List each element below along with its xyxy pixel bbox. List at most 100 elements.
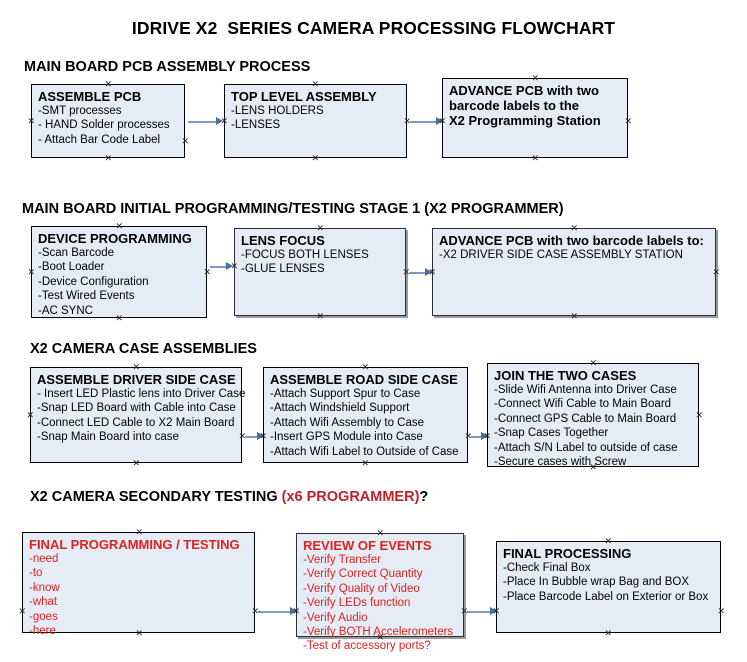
anchor-right[interactable] <box>625 118 632 125</box>
anchor-left[interactable] <box>429 269 436 276</box>
node-review-of-events[interactable]: REVIEW OF EVENTS -Verify Transfer -Verif… <box>296 533 464 652</box>
node-final-processing[interactable]: FINAL PROCESSING -Check Final Box -Place… <box>496 541 721 633</box>
node-line: - Attach Bar Code Label <box>38 133 161 146</box>
node-assemble-road-side-case[interactable]: ASSEMBLE ROAD SIDE CASE -Attach Support … <box>263 367 468 463</box>
anchor-top[interactable] <box>136 529 143 536</box>
node-line: -Verify Quality of Video <box>303 582 420 595</box>
section-header-text: MAIN BOARD PCB ASSEMBLY PROCESS <box>24 59 311 75</box>
node-line: -Verify Audio <box>303 611 368 624</box>
anchor-left[interactable] <box>260 433 267 440</box>
node-line: X2 Programming Station <box>449 113 601 128</box>
node-final-programming-testing[interactable]: FINAL PROGRAMMING / TESTING -need -to -k… <box>22 532 255 637</box>
node-device-programming[interactable]: DEVICE PROGRAMMING -Scan Barcode -Boot L… <box>31 226 207 318</box>
anchor-left[interactable] <box>28 269 35 276</box>
anchor-bottom[interactable] <box>133 460 140 467</box>
node-line: -Device Configuration <box>38 275 149 288</box>
node-line: -Verify Transfer <box>303 554 381 566</box>
node-title: DEVICE PROGRAMMING <box>38 231 192 246</box>
node-line: -what <box>29 596 58 609</box>
section-header-main-board-pcb-assembly: MAIN BOARD PCB ASSEMBLY PROCESS <box>24 59 310 75</box>
anchor-left[interactable] <box>231 263 238 270</box>
anchor-top[interactable] <box>590 360 597 367</box>
anchor-right[interactable] <box>713 269 720 276</box>
node-advance-pcb-driver-side[interactable]: ADVANCE PCB with two barcode labels to: … <box>432 228 716 316</box>
section-header-x2-camera-case-assemblies: X2 CAMERA CASE ASSEMBLIES <box>30 341 257 357</box>
node-title: TOP LEVEL ASSEMBLY <box>231 89 377 104</box>
node-assemble-driver-side-case[interactable]: ASSEMBLE DRIVER SIDE CASE - Insert LED P… <box>30 367 246 463</box>
anchor-right[interactable] <box>718 608 725 615</box>
anchor-bottom[interactable] <box>105 155 112 162</box>
anchor-bottom[interactable] <box>532 155 539 162</box>
node-line: -know <box>29 581 60 594</box>
anchor-left[interactable] <box>484 433 491 440</box>
node-title: LENS FOCUS <box>241 233 325 248</box>
connector-device-programming-to-lens-focus <box>210 266 228 268</box>
node-line: -Attach Support Spur to Case <box>270 388 421 400</box>
anchor-left[interactable] <box>439 118 446 125</box>
node-line: -Boot Loader <box>38 261 105 274</box>
anchor-top[interactable] <box>377 530 384 537</box>
anchor-top[interactable] <box>116 223 123 230</box>
anchor-bottom[interactable] <box>116 315 123 322</box>
node-line: -Attach S/N Label to outside of case <box>494 441 678 454</box>
node-line: -Attach Wifi Label to Outside of Case <box>270 445 459 458</box>
node-line: -Attach Wifi Assembly to Case <box>270 416 425 429</box>
anchor-bottom[interactable] <box>605 630 612 637</box>
anchor-bottom[interactable] <box>362 460 369 467</box>
anchor-bottom[interactable] <box>312 155 319 162</box>
section-header-text: X2 CAMERA CASE ASSEMBLIES <box>30 341 257 357</box>
node-line: -Snap Main Board into case <box>37 431 179 444</box>
anchor-right[interactable] <box>182 138 189 145</box>
node-lens-focus[interactable]: LENS FOCUS -FOCUS BOTH LENSES -GLUE LENS… <box>234 228 406 316</box>
node-top-level-assembly[interactable]: TOP LEVEL ASSEMBLY -LENS HOLDERS -LENSES <box>224 84 407 158</box>
anchor-top[interactable] <box>317 225 324 232</box>
node-line: -Scan Barcode <box>38 247 115 259</box>
node-line: -Verify Correct Quantity <box>303 568 423 581</box>
anchor-left[interactable] <box>493 608 500 615</box>
anchor-top[interactable] <box>571 225 578 232</box>
anchor-bottom[interactable] <box>590 464 597 471</box>
anchor-bottom[interactable] <box>136 630 143 637</box>
anchor-left[interactable] <box>293 608 300 615</box>
anchor-left[interactable] <box>27 412 34 419</box>
node-line: -Check Final Box <box>503 562 591 574</box>
anchor-top[interactable] <box>312 81 319 88</box>
node-title: FINAL PROGRAMMING / TESTING <box>29 537 240 552</box>
anchor-top[interactable] <box>362 364 369 371</box>
node-line: -goes <box>29 610 58 623</box>
connector-top-level-to-advance-pcb <box>410 121 438 123</box>
anchor-bottom[interactable] <box>317 313 324 320</box>
node-line: - Insert LED Plastic lens into Driver Ca… <box>37 388 246 400</box>
anchor-top[interactable] <box>605 538 612 545</box>
node-line: - HAND Solder processes <box>38 119 170 132</box>
connector-road-side-to-join-cases <box>471 436 483 438</box>
anchor-right[interactable] <box>204 269 211 276</box>
anchor-left[interactable] <box>221 118 228 125</box>
node-line: -Place Barcode Label on Exterior or Box <box>503 590 709 603</box>
anchor-left[interactable] <box>19 608 26 615</box>
anchor-bottom[interactable] <box>571 313 578 320</box>
node-line: -LENS HOLDERS <box>231 105 324 117</box>
node-advance-pcb-programming-station[interactable]: ADVANCE PCB with two barcode labels to t… <box>442 78 628 158</box>
anchor-top[interactable] <box>532 75 539 82</box>
node-line: -Verify LEDs function <box>303 597 411 610</box>
section-header-accent: (x6 PROGRAMMER) <box>281 489 420 505</box>
page-title: IDRIVE X2 SERIES CAMERA PROCESSING FLOWC… <box>131 18 616 38</box>
node-line: -Insert GPS Module into Case <box>270 431 423 444</box>
anchor-bottom[interactable] <box>377 634 384 641</box>
anchor-top[interactable] <box>133 364 140 371</box>
node-title: ASSEMBLE ROAD SIDE CASE <box>270 372 458 387</box>
section-header-x2-camera-secondary-testing: X2 CAMERA SECONDARY TESTING (x6 PROGRAMM… <box>30 489 428 505</box>
anchor-right[interactable] <box>696 412 703 419</box>
node-title: REVIEW OF EVENTS <box>303 538 432 553</box>
node-line: -FOCUS BOTH LENSES <box>241 249 369 261</box>
node-join-the-two-cases[interactable]: JOIN THE TWO CASES -Slide Wifi Antenna i… <box>487 363 699 468</box>
anchor-top[interactable] <box>105 81 112 88</box>
connector-driver-side-to-road-side <box>245 436 259 438</box>
node-title: JOIN THE TWO CASES <box>494 368 637 383</box>
node-line: -Test Wired Events <box>38 290 135 303</box>
arrow-head-icon <box>216 117 223 125</box>
anchor-left[interactable] <box>28 118 35 125</box>
node-assemble-pcb[interactable]: ASSEMBLE PCB -SMT processes - HAND Solde… <box>31 84 185 158</box>
